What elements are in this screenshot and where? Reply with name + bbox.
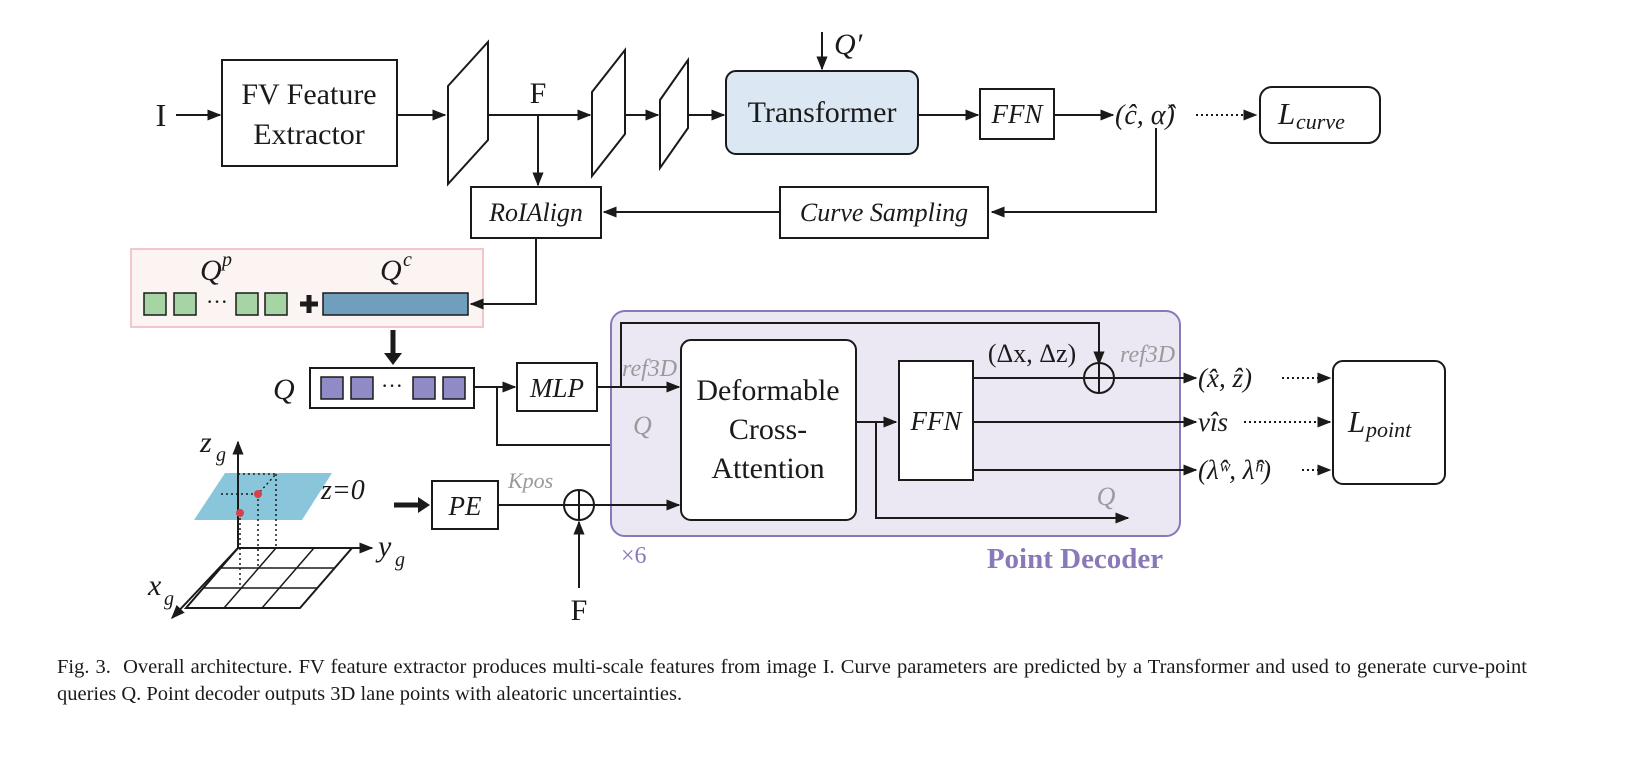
loss-point-main: L xyxy=(1347,404,1365,439)
attention-line2: Cross- xyxy=(729,413,807,446)
ffn-decoder-box xyxy=(898,360,974,481)
attention-line1: Deformable xyxy=(696,374,839,407)
feature-map-medium xyxy=(591,47,626,179)
axis-z-sub: g xyxy=(216,444,226,466)
q-out-label: Q xyxy=(1097,482,1116,511)
q-point-main: Q xyxy=(200,254,222,287)
output-vis-label: vîs xyxy=(1198,407,1228,437)
delta-offsets-label: (Δx, Δz) xyxy=(988,339,1076,368)
loss-curve-main: L xyxy=(1277,96,1295,131)
fv-feature-extractor-line1: FV Feature xyxy=(241,78,376,111)
feature-map-label: F xyxy=(530,77,547,110)
f-bottom-label: F xyxy=(571,594,588,627)
caption-line2: generate curve-point queries Q. Point de… xyxy=(57,656,1527,705)
plane-label: z=0 xyxy=(320,475,365,506)
query-ellipsis: ··· xyxy=(381,373,403,398)
arrow-roialign-to-query xyxy=(469,238,537,310)
output-xz-label: (x̂, ẑ) xyxy=(1198,363,1252,393)
circle-plus-icon xyxy=(1083,362,1115,394)
q-in-label: Q xyxy=(633,411,652,440)
loss-curve-box xyxy=(1259,86,1381,144)
curve-sampling-label: Curve Sampling xyxy=(800,198,968,227)
ffn-top-box xyxy=(979,88,1055,140)
feature-map-small xyxy=(659,56,689,172)
loss-curve-sub: curve xyxy=(1296,109,1345,134)
feature-map-large xyxy=(447,39,489,187)
k-pos-label: Kpos xyxy=(507,468,553,493)
ref3d-out-label: ref3D xyxy=(1120,342,1175,368)
point-query-cell xyxy=(412,376,436,400)
point-query-cell xyxy=(320,376,344,400)
lane-point-marker xyxy=(254,490,262,498)
q-curve-main: Q xyxy=(380,254,402,287)
ffn-decoder-label: FFN xyxy=(910,406,964,436)
curve-query-cell xyxy=(143,292,167,316)
fv-feature-extractor-line2: Extractor xyxy=(253,118,365,151)
ffn-top-label: FFN xyxy=(991,99,1045,129)
axis-x-label: x xyxy=(147,569,162,602)
arrow-attention-to-q-out xyxy=(875,422,1130,524)
q-query-label: Q xyxy=(273,373,295,406)
mlp-box xyxy=(516,362,598,412)
point-query-cell xyxy=(350,376,374,400)
loss-point-sub: point xyxy=(1364,417,1412,442)
curve-query-bar xyxy=(322,292,469,316)
circle-plus-icon xyxy=(563,489,595,521)
caption-line1: Overall architecture. FV feature extract… xyxy=(123,656,1351,678)
q-point-sup: p xyxy=(220,249,232,271)
lane-point-marker xyxy=(236,509,244,517)
curve-query-cell xyxy=(235,292,259,316)
arrow-curve-params-to-sampling xyxy=(990,128,1157,218)
pe-label: PE xyxy=(448,491,482,521)
curve-sampling-box xyxy=(779,186,989,239)
transformer-box xyxy=(725,70,919,155)
arrow-icon xyxy=(418,497,430,513)
mlp-label: MLP xyxy=(529,373,584,403)
arrow-ref3d-skip xyxy=(620,322,1105,387)
curve-query-cell xyxy=(173,292,197,316)
output-lambda-label: (λ̂ʷ, λ̂ʰ) xyxy=(1198,455,1271,485)
coordinate-axes-icon xyxy=(171,440,374,620)
deformable-cross-attention-box xyxy=(680,339,857,521)
curve-params-label: (ĉ, α̂) xyxy=(1115,100,1176,131)
axis-x-sub: g xyxy=(164,588,174,610)
loss-point-box xyxy=(1332,360,1446,485)
point-decoder-title: Point Decoder xyxy=(987,543,1163,575)
roialign-box xyxy=(470,186,602,239)
point-query-cell xyxy=(442,376,466,400)
plus-icon xyxy=(300,295,318,313)
pe-box xyxy=(431,480,499,530)
query-prime-label: Q′ xyxy=(834,28,863,61)
input-image-label: I xyxy=(156,97,167,133)
ref3d-in-label: ref3D xyxy=(622,356,677,382)
axis-y-sub: g xyxy=(395,549,405,571)
query-ellipsis: ··· xyxy=(206,289,228,314)
curve-query-cell xyxy=(264,292,288,316)
caption-prefix: Fig. 3. xyxy=(57,656,111,678)
axis-z-label: z xyxy=(199,426,212,459)
attention-line3: Attention xyxy=(711,452,824,485)
architecture-diagram: I FV Feature Extractor F Q′ Transformer … xyxy=(130,28,1446,627)
q-curve-sup: c xyxy=(403,249,412,271)
repeat-label: ×6 xyxy=(621,543,647,569)
roialign-label: RoIAlign xyxy=(488,198,583,227)
arrow-icon xyxy=(384,353,402,365)
axis-y-label: y xyxy=(375,530,392,563)
fv-feature-extractor-box xyxy=(221,59,398,167)
transformer-label: Transformer xyxy=(748,96,897,129)
figure-caption: Fig. 3. Overall architecture. FV feature… xyxy=(57,654,1527,708)
